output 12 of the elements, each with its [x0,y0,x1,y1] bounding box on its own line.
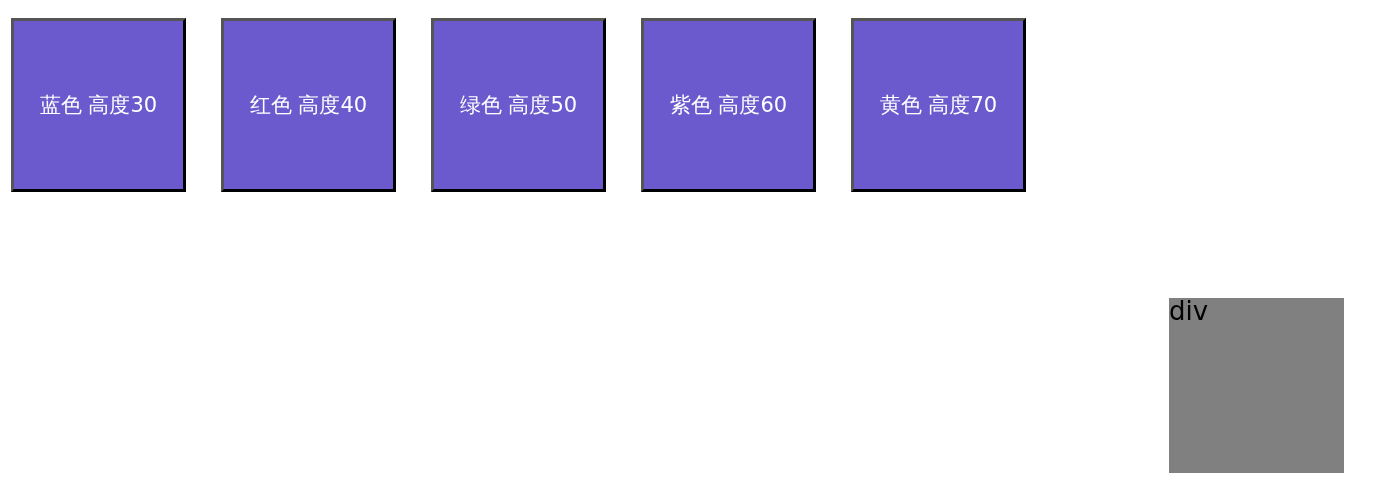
colored-box [641,18,816,192]
colored-box [221,18,396,192]
colored-box [851,18,1026,192]
colored-box [11,18,186,192]
box-label: 绿色 高度50 [459,92,578,119]
box-label: 红色 高度40 [249,92,368,119]
box-label: div [1169,296,1209,326]
colored-box [431,18,606,192]
box-label: 黄色 高度70 [879,92,998,119]
div-box [1169,298,1344,473]
box-label: 蓝色 高度30 [39,92,158,119]
box-label: 紫色 高度60 [669,92,788,119]
